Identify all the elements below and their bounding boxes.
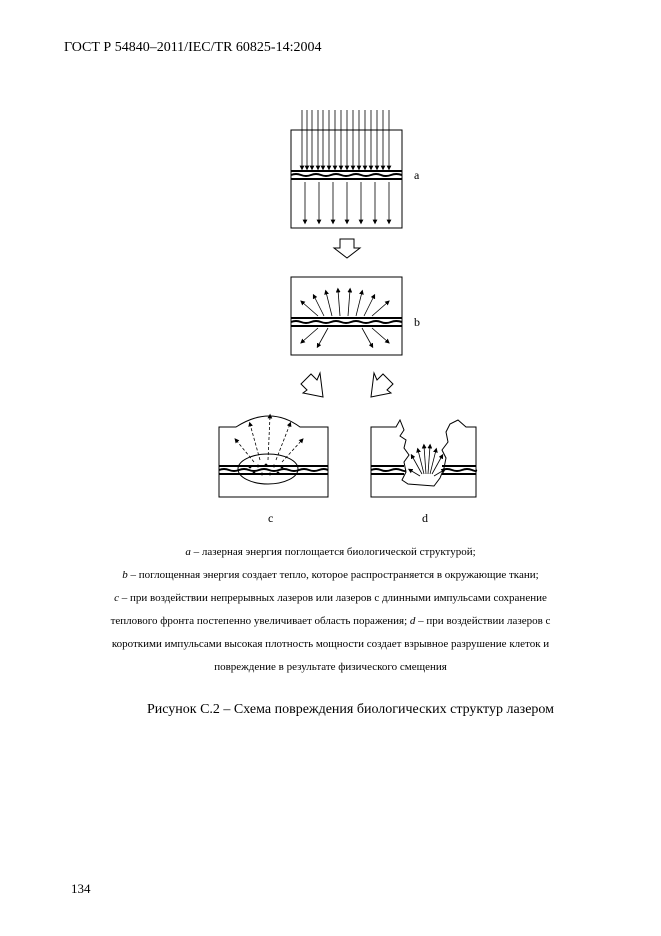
panel-b-label: b	[414, 315, 420, 329]
caption-line-d3: повреждение в результате физического сме…	[214, 661, 447, 673]
caption-line-c: c – при воздействии непрерывных лазеров …	[114, 592, 547, 604]
caption-line-d2: короткими импульсами высокая плотность м…	[111, 638, 550, 650]
transition-arrow-right	[370, 371, 394, 398]
panel-a: a	[290, 110, 420, 229]
panel-c: c	[218, 413, 329, 525]
document-header: ГОСТ Р 54840–2011/IEC/TR 60825-14:2004	[64, 40, 322, 55]
figure-title: Рисунок С.2 – Схема повреждения биологич…	[146, 702, 555, 717]
figure-caption: a – лазерная энергия поглощается биологи…	[40, 541, 621, 679]
transition-arrow-down	[332, 238, 362, 259]
panel-d-label: d	[422, 511, 428, 525]
page-number: 134	[71, 881, 91, 896]
caption-line-b: b – поглощенная энергия создает тепло, к…	[122, 569, 539, 581]
panel-c-label: c	[268, 511, 273, 525]
transition-arrow-left	[300, 371, 324, 398]
caption-line-a: a – лазерная энергия поглощается биологи…	[185, 546, 476, 558]
panel-b: b	[290, 276, 420, 356]
panel-a-label: a	[414, 168, 420, 182]
caption-line-c2: теплового фронта постепенно увеличивает …	[110, 615, 551, 627]
panel-d: d	[370, 418, 478, 525]
